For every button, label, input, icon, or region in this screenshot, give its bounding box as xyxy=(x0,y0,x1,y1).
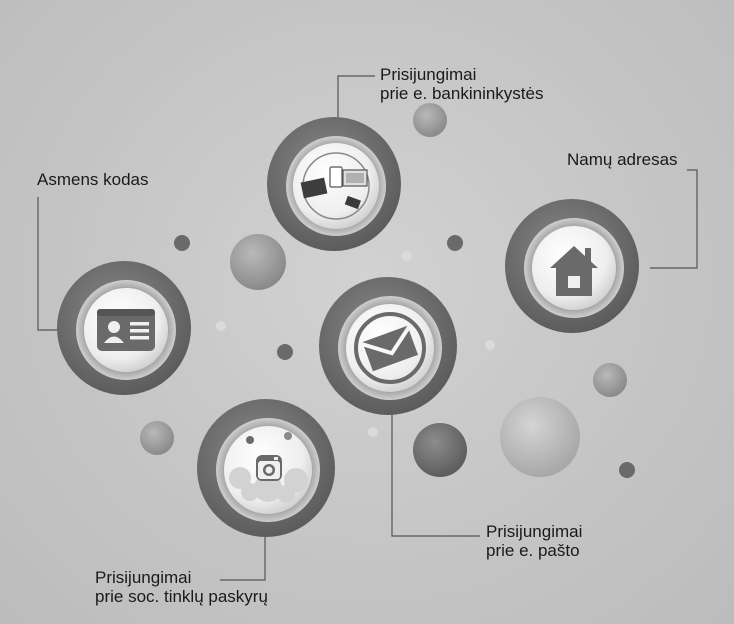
bubble xyxy=(619,462,635,478)
node-address xyxy=(505,199,639,333)
node-personal-code xyxy=(57,261,191,395)
node-social xyxy=(197,399,335,537)
label-banking-line2: prie e. bankininkystės xyxy=(380,84,544,103)
bubble xyxy=(485,340,495,350)
bubble xyxy=(216,321,226,331)
instagram-icon xyxy=(256,455,282,481)
house-icon xyxy=(550,246,598,296)
envelope-icon xyxy=(354,312,426,384)
bubble xyxy=(413,423,467,477)
label-social-line1: Prisijungimai xyxy=(95,568,192,587)
connector-social xyxy=(220,537,266,581)
bubble xyxy=(174,235,190,251)
label-email: Prisijungimai prie e. pašto xyxy=(486,522,582,560)
bubble xyxy=(500,397,580,477)
connector-personal-code xyxy=(37,197,58,331)
bubble xyxy=(447,235,463,251)
bubble xyxy=(593,363,627,397)
bubble xyxy=(277,344,293,360)
connector-address xyxy=(650,169,698,269)
label-banking: Prisijungimai prie e. bankininkystės xyxy=(380,65,543,103)
connector-email xyxy=(391,410,480,537)
bubble xyxy=(246,436,254,444)
connector-lines xyxy=(37,75,698,581)
node-email xyxy=(319,277,457,415)
bubble xyxy=(402,251,412,261)
bubble xyxy=(413,103,447,137)
bubble xyxy=(140,421,174,455)
bubble xyxy=(284,432,292,440)
label-address-line1: Namų adresas xyxy=(567,150,678,169)
decorative-bubbles xyxy=(140,103,635,478)
label-social: Prisijungimai prie soc. tinklų paskyrų xyxy=(95,568,268,606)
bubble xyxy=(368,427,378,437)
devices-icon xyxy=(300,152,370,220)
label-email-line1: Prisijungimai xyxy=(486,522,583,541)
label-banking-line1: Prisijungimai xyxy=(380,65,477,84)
label-email-line2: prie e. pašto xyxy=(486,541,580,560)
id-card-icon xyxy=(97,309,155,351)
node-banking xyxy=(267,117,401,251)
label-address: Namų adresas xyxy=(567,150,678,169)
label-social-line2: prie soc. tinklų paskyrų xyxy=(95,587,268,606)
label-personal-code-line1: Asmens kodas xyxy=(37,170,149,189)
bubble xyxy=(230,234,286,290)
label-personal-code: Asmens kodas xyxy=(37,170,149,189)
connector-banking xyxy=(337,75,375,118)
